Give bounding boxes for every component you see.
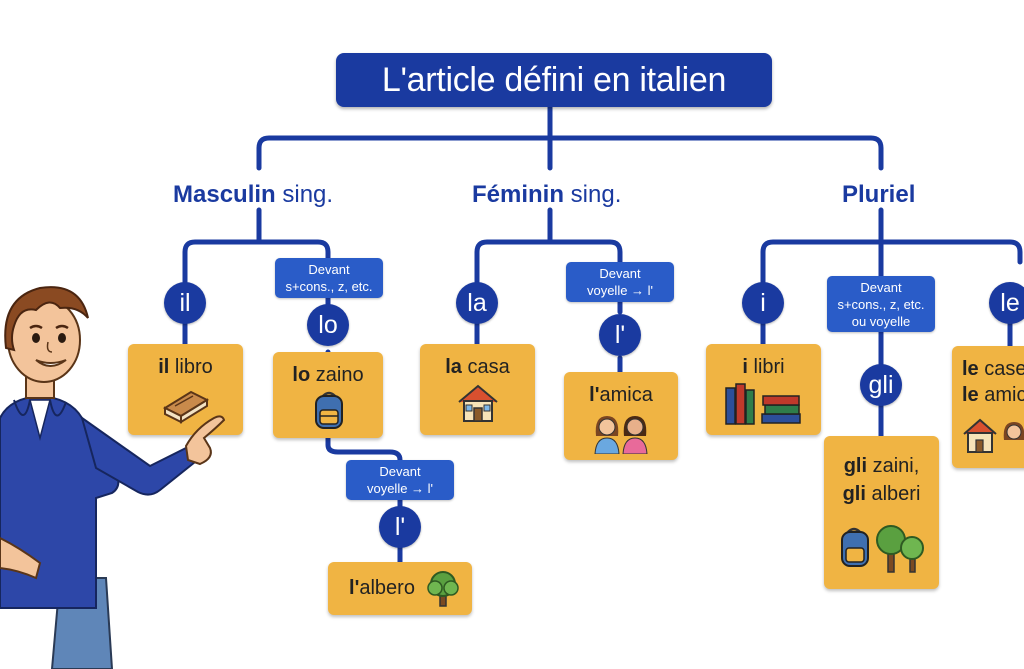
card-lm-article: l' bbox=[349, 577, 360, 599]
note-lo-line2: s+cons., z, etc. bbox=[285, 279, 373, 294]
card-lf-word: amica bbox=[599, 384, 653, 406]
note-lf-line2: voyelle → l' bbox=[586, 283, 654, 298]
backpack-icon bbox=[315, 391, 343, 429]
card-il-word: libro bbox=[169, 356, 213, 378]
card-l-amica: l'amica bbox=[564, 372, 678, 460]
book-icon bbox=[162, 390, 210, 424]
card-lo-zaino: lo zaino bbox=[273, 352, 383, 438]
note-gli-line1: Devant bbox=[860, 279, 902, 295]
article-i: i bbox=[742, 282, 784, 324]
card-gli-word-2: alberi bbox=[865, 483, 921, 505]
card-gli-article-1: gli bbox=[843, 455, 868, 477]
heading-masculin-bold: Masculin bbox=[173, 181, 276, 208]
tree-icon bbox=[427, 571, 459, 607]
article-l-masculin: l' bbox=[379, 506, 421, 548]
heading-feminin: Féminin sing. bbox=[472, 181, 621, 209]
article-la: la bbox=[456, 282, 498, 324]
card-lo-article: lo bbox=[292, 364, 311, 386]
note-lo: Devant s+cons., z, etc. bbox=[275, 258, 383, 298]
card-gli-article-2: gli bbox=[842, 483, 866, 505]
note-gli-line3: ou voyelle bbox=[851, 313, 911, 329]
card-l-albero: l'albero bbox=[328, 562, 472, 615]
heading-feminin-rest: sing. bbox=[564, 181, 622, 208]
teacher-figure bbox=[0, 286, 226, 669]
girls-icon bbox=[594, 416, 648, 454]
note-lo-line1: Devant bbox=[308, 262, 350, 277]
note-lm-line2: voyelle → l' bbox=[366, 481, 434, 496]
card-la-article: la bbox=[445, 356, 462, 378]
article-gli: gli bbox=[860, 364, 902, 406]
article-l-feminin: l' bbox=[599, 314, 641, 356]
card-le-word-1: case bbox=[978, 358, 1024, 380]
card-i-article: i bbox=[742, 356, 748, 378]
heading-pluriel: Pluriel bbox=[842, 181, 915, 209]
house-icon bbox=[458, 384, 498, 422]
card-la-casa: la casa bbox=[420, 344, 535, 435]
note-l-feminin: Devant voyelle → l' bbox=[566, 262, 674, 302]
article-le: le bbox=[989, 282, 1024, 324]
card-gli-zaini-alberi: gli zaini,gli alberi bbox=[824, 436, 939, 589]
backpack-trees-icon bbox=[841, 525, 924, 573]
note-gli-line2: s+cons., z, etc. bbox=[837, 296, 925, 312]
card-il-article: il bbox=[158, 356, 170, 378]
note-lm-line1: Devant bbox=[379, 464, 421, 479]
heading-masculin-rest: sing. bbox=[275, 181, 334, 208]
card-i-libri: i libri bbox=[706, 344, 821, 435]
heading-masculin: Masculin sing. bbox=[173, 181, 333, 209]
article-il: il bbox=[164, 282, 206, 324]
house-girl-icon bbox=[963, 418, 1024, 453]
heading-feminin-bold: Féminin bbox=[472, 181, 565, 208]
note-l-masculin: Devant voyelle → l' bbox=[346, 460, 454, 500]
diagram-title: L'article défini en italien bbox=[336, 53, 772, 107]
note-lf-line1: Devant bbox=[599, 266, 641, 281]
books-icon bbox=[725, 383, 801, 425]
card-lo-word: zaino bbox=[310, 364, 364, 386]
card-le-article-2: le bbox=[962, 384, 979, 406]
heading-pluriel-bold: Pluriel bbox=[842, 181, 916, 208]
card-lm-word: albero bbox=[359, 577, 415, 599]
card-le-article-1: le bbox=[962, 358, 979, 380]
card-i-word: libri bbox=[747, 356, 785, 378]
card-la-word: casa bbox=[461, 356, 510, 378]
card-gli-word-1: zaini, bbox=[867, 455, 920, 477]
card-lf-article: l' bbox=[589, 384, 600, 406]
card-le-word-2: amiche bbox=[984, 384, 1024, 406]
article-lo: lo bbox=[307, 304, 349, 346]
